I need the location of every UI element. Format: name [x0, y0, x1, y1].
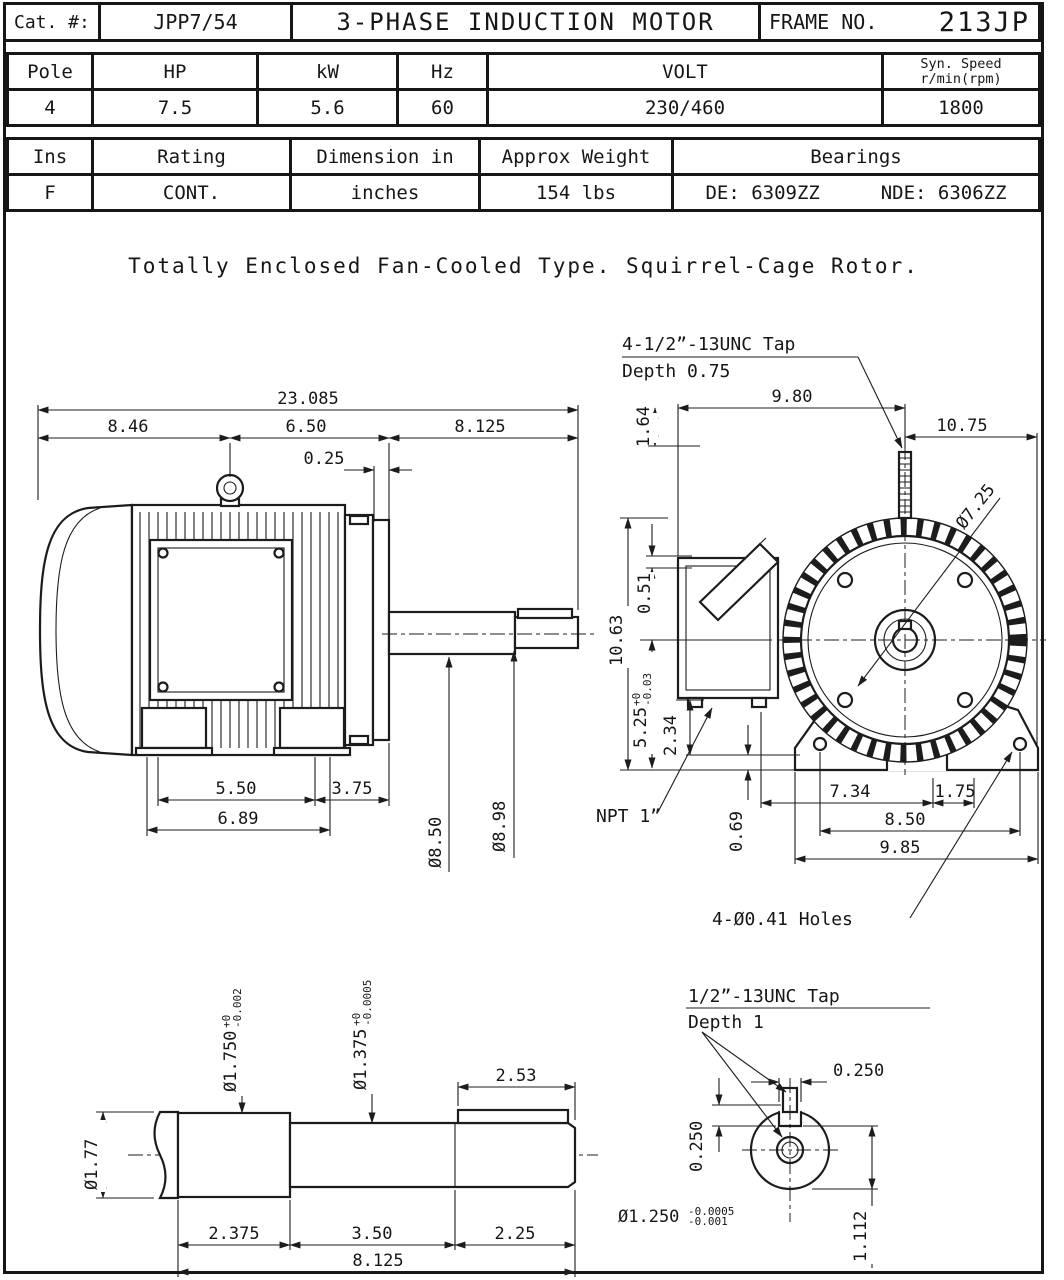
rating-value: CONT.: [91, 173, 292, 212]
ratings-table: Pole HP kW Hz VOLT Syn. Speed r/min(rpm)…: [6, 52, 1041, 127]
bearings-value: DE: 6309ZZ NDE: 6306ZZ: [671, 173, 1041, 212]
col-dimension: Dimension in: [289, 137, 481, 176]
col-weight: Approx Weight: [478, 137, 674, 176]
cat-number-value: JPP7/54: [101, 5, 293, 39]
col-syn-speed: Syn. Speed r/min(rpm): [881, 52, 1041, 91]
col-hz: Hz: [396, 52, 489, 91]
sheet-title: 3-PHASE INDUCTION MOTOR: [293, 5, 761, 39]
ins-value: F: [6, 173, 94, 212]
frame-no-value: 213JP: [938, 6, 1030, 38]
syn-speed-line2: r/min(rpm): [920, 70, 1002, 87]
col-pole: Pole: [6, 52, 94, 91]
ratings-value-row: 4 7.5 5.6 60 230/460 1800: [6, 88, 1041, 127]
col-hp: HP: [91, 52, 259, 91]
speed-value: 1800: [881, 88, 1041, 127]
bearing-nde: NDE: 6306ZZ: [880, 181, 1007, 204]
hp-value: 7.5: [91, 88, 259, 127]
details-header-row: Ins Rating Dimension in Approx Weight Be…: [6, 137, 1041, 176]
col-kw: kW: [256, 52, 399, 91]
cat-number-label: Cat. #:: [6, 5, 101, 39]
datasheet-page: Cat. #: JPP7/54 3-PHASE INDUCTION MOTOR …: [3, 2, 1044, 1274]
weight-value: 154 lbs: [478, 173, 674, 212]
hz-value: 60: [396, 88, 489, 127]
volt-value: 230/460: [486, 88, 884, 127]
syn-speed-line1: Syn. Speed: [920, 55, 1002, 72]
dim-unit: inches: [289, 173, 481, 212]
pole-value: 4: [6, 88, 94, 127]
bearing-de: DE: 6309ZZ: [705, 181, 820, 204]
col-rating: Rating: [91, 137, 292, 176]
title-band: Cat. #: JPP7/54 3-PHASE INDUCTION MOTOR …: [6, 5, 1041, 42]
col-bearings: Bearings: [671, 137, 1041, 176]
details-table: Ins Rating Dimension in Approx Weight Be…: [6, 137, 1041, 212]
col-volt: VOLT: [486, 52, 884, 91]
details-value-row: F CONT. inches 154 lbs DE: 6309ZZ NDE: 6…: [6, 173, 1041, 212]
ratings-header-row: Pole HP kW Hz VOLT Syn. Speed r/min(rpm): [6, 52, 1041, 91]
description-note: Totally Enclosed Fan-Cooled Type. Squirr…: [128, 254, 919, 278]
frame-no-cell: FRAME NO. 213JP: [761, 5, 1041, 39]
frame-no-label: FRAME NO.: [769, 10, 878, 34]
col-ins: Ins: [6, 137, 94, 176]
kw-value: 5.6: [256, 88, 399, 127]
